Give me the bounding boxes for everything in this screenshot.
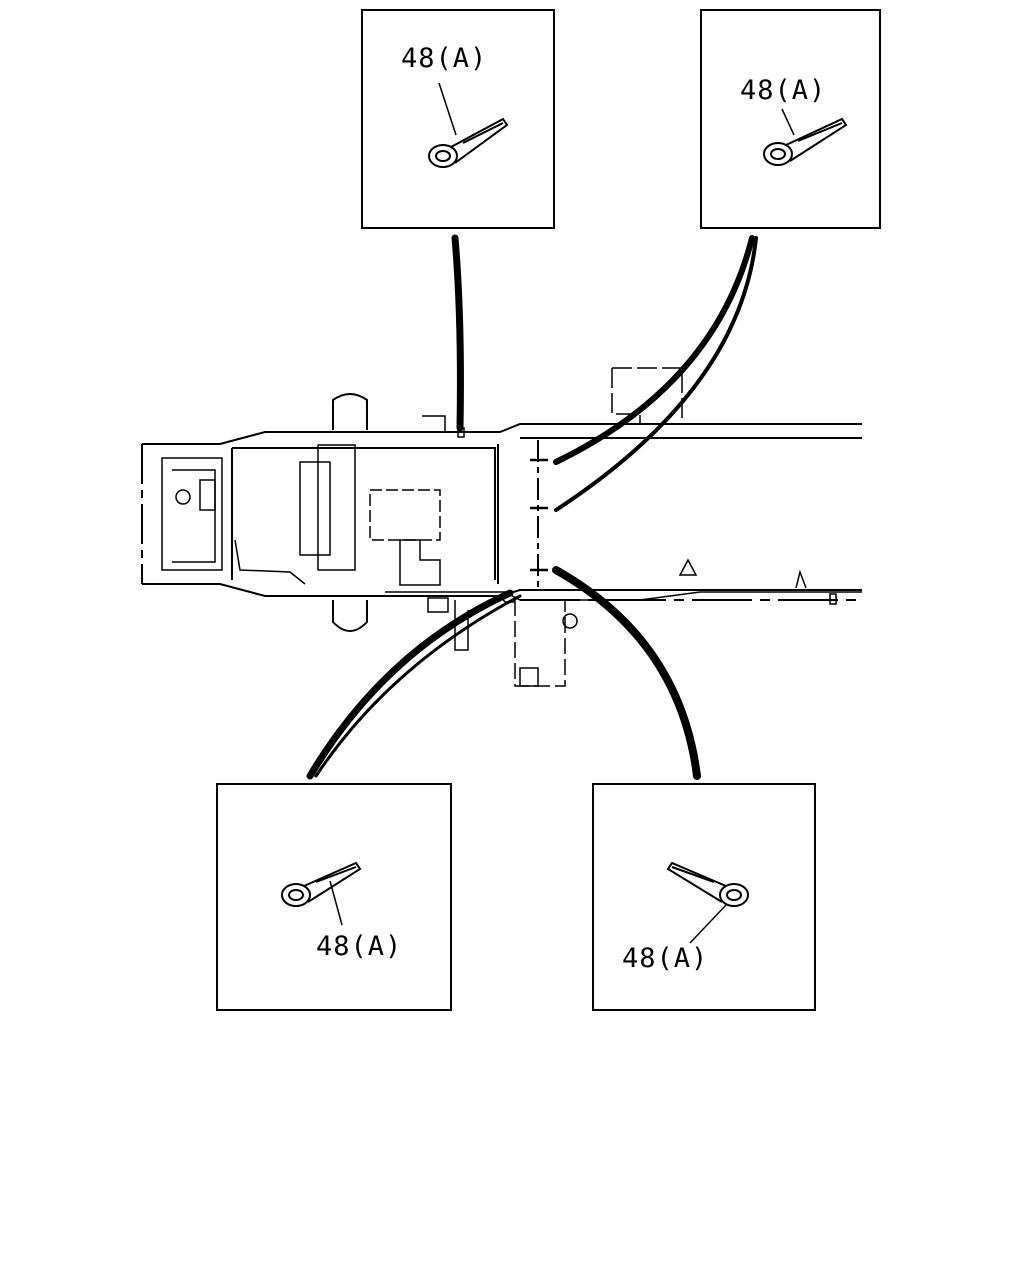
callout-label: 48(A) (740, 75, 827, 106)
callout-box-top-left: 48(A) (361, 9, 555, 229)
callout-label: 48(A) (401, 43, 488, 74)
callout-box-bottom-left: 48(A) (216, 783, 452, 1011)
clip-icon (428, 82, 509, 168)
callout-label: 48(A) (622, 943, 709, 974)
clip-icon (666, 861, 749, 944)
callout-box-bottom-right: 48(A) (592, 783, 816, 1011)
clip-icon (281, 861, 362, 926)
callout-label: 48(A) (316, 931, 403, 962)
clip-icon (763, 108, 848, 166)
callout-box-top-right: 48(A) (700, 9, 881, 229)
